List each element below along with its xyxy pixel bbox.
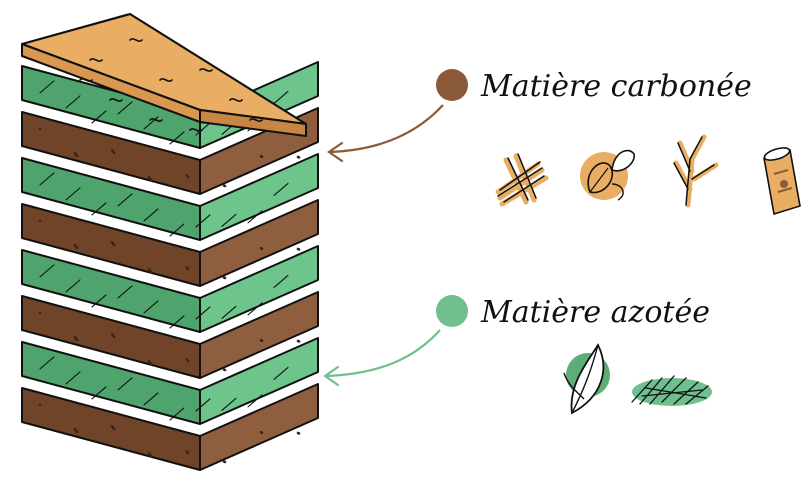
grass-clippings-icon [632,376,712,406]
carbon-label: Matière carbonée [480,69,752,104]
nitrogen-swatch [436,295,468,327]
legend-carbon: Matière carbonée [436,69,752,104]
nitrogen-arrow [325,330,440,385]
cardboard-tube-icon [763,145,800,214]
carbon-arrow [329,105,443,161]
dead-leaves-icon [580,151,634,200]
compost-layer-stack [22,14,318,470]
carbon-swatch [436,69,468,101]
dry-grass-icon [498,154,546,204]
nitrogen-label: Matière azotée [480,295,710,330]
green-leaf-icon [564,345,610,413]
twigs-icon [674,137,716,205]
legend-nitrogen: Matière azotée [436,295,710,330]
